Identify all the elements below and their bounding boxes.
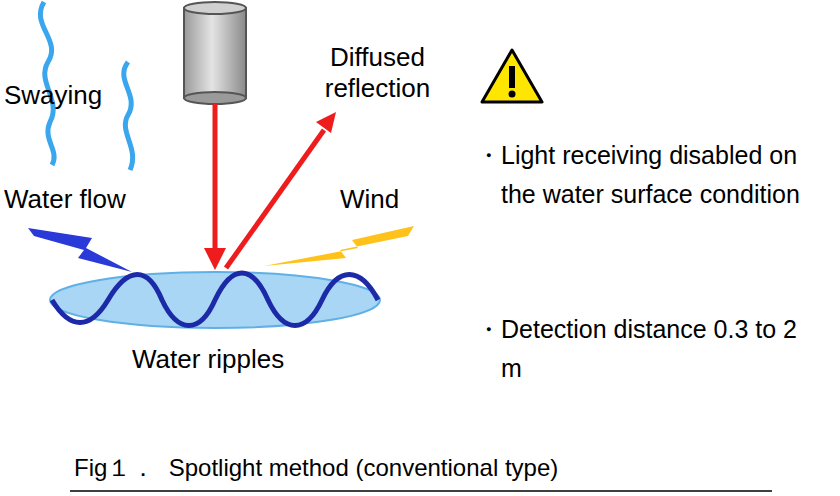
emitted-light <box>213 104 218 250</box>
note-text: ・Detection distance 0.3 to 2 m <box>476 310 816 388</box>
warning-sign <box>482 50 542 102</box>
reflection-label: Diffused reflection <box>290 42 465 104</box>
note-text: ・Light receiving disabled on the water s… <box>476 136 838 214</box>
reflected-light <box>226 130 324 268</box>
swaying-wave <box>124 62 133 170</box>
water-ripples-label: Water ripples <box>132 344 352 375</box>
water-surface <box>50 272 380 328</box>
arrow-head <box>316 112 336 133</box>
water-flow-label: Water flow <box>4 184 184 215</box>
wind-label: Wind <box>340 184 430 215</box>
caption-underline <box>70 490 772 492</box>
water-ripple <box>52 273 378 326</box>
wind-bolt <box>264 226 414 266</box>
water-flow-bolt <box>28 228 132 272</box>
swaying-label: Swaying <box>4 80 184 111</box>
sensor-cylinder <box>184 2 246 104</box>
arrow-head <box>204 248 226 270</box>
figure-caption: Fig１． Spotlight method (conventional typ… <box>74 454 794 483</box>
